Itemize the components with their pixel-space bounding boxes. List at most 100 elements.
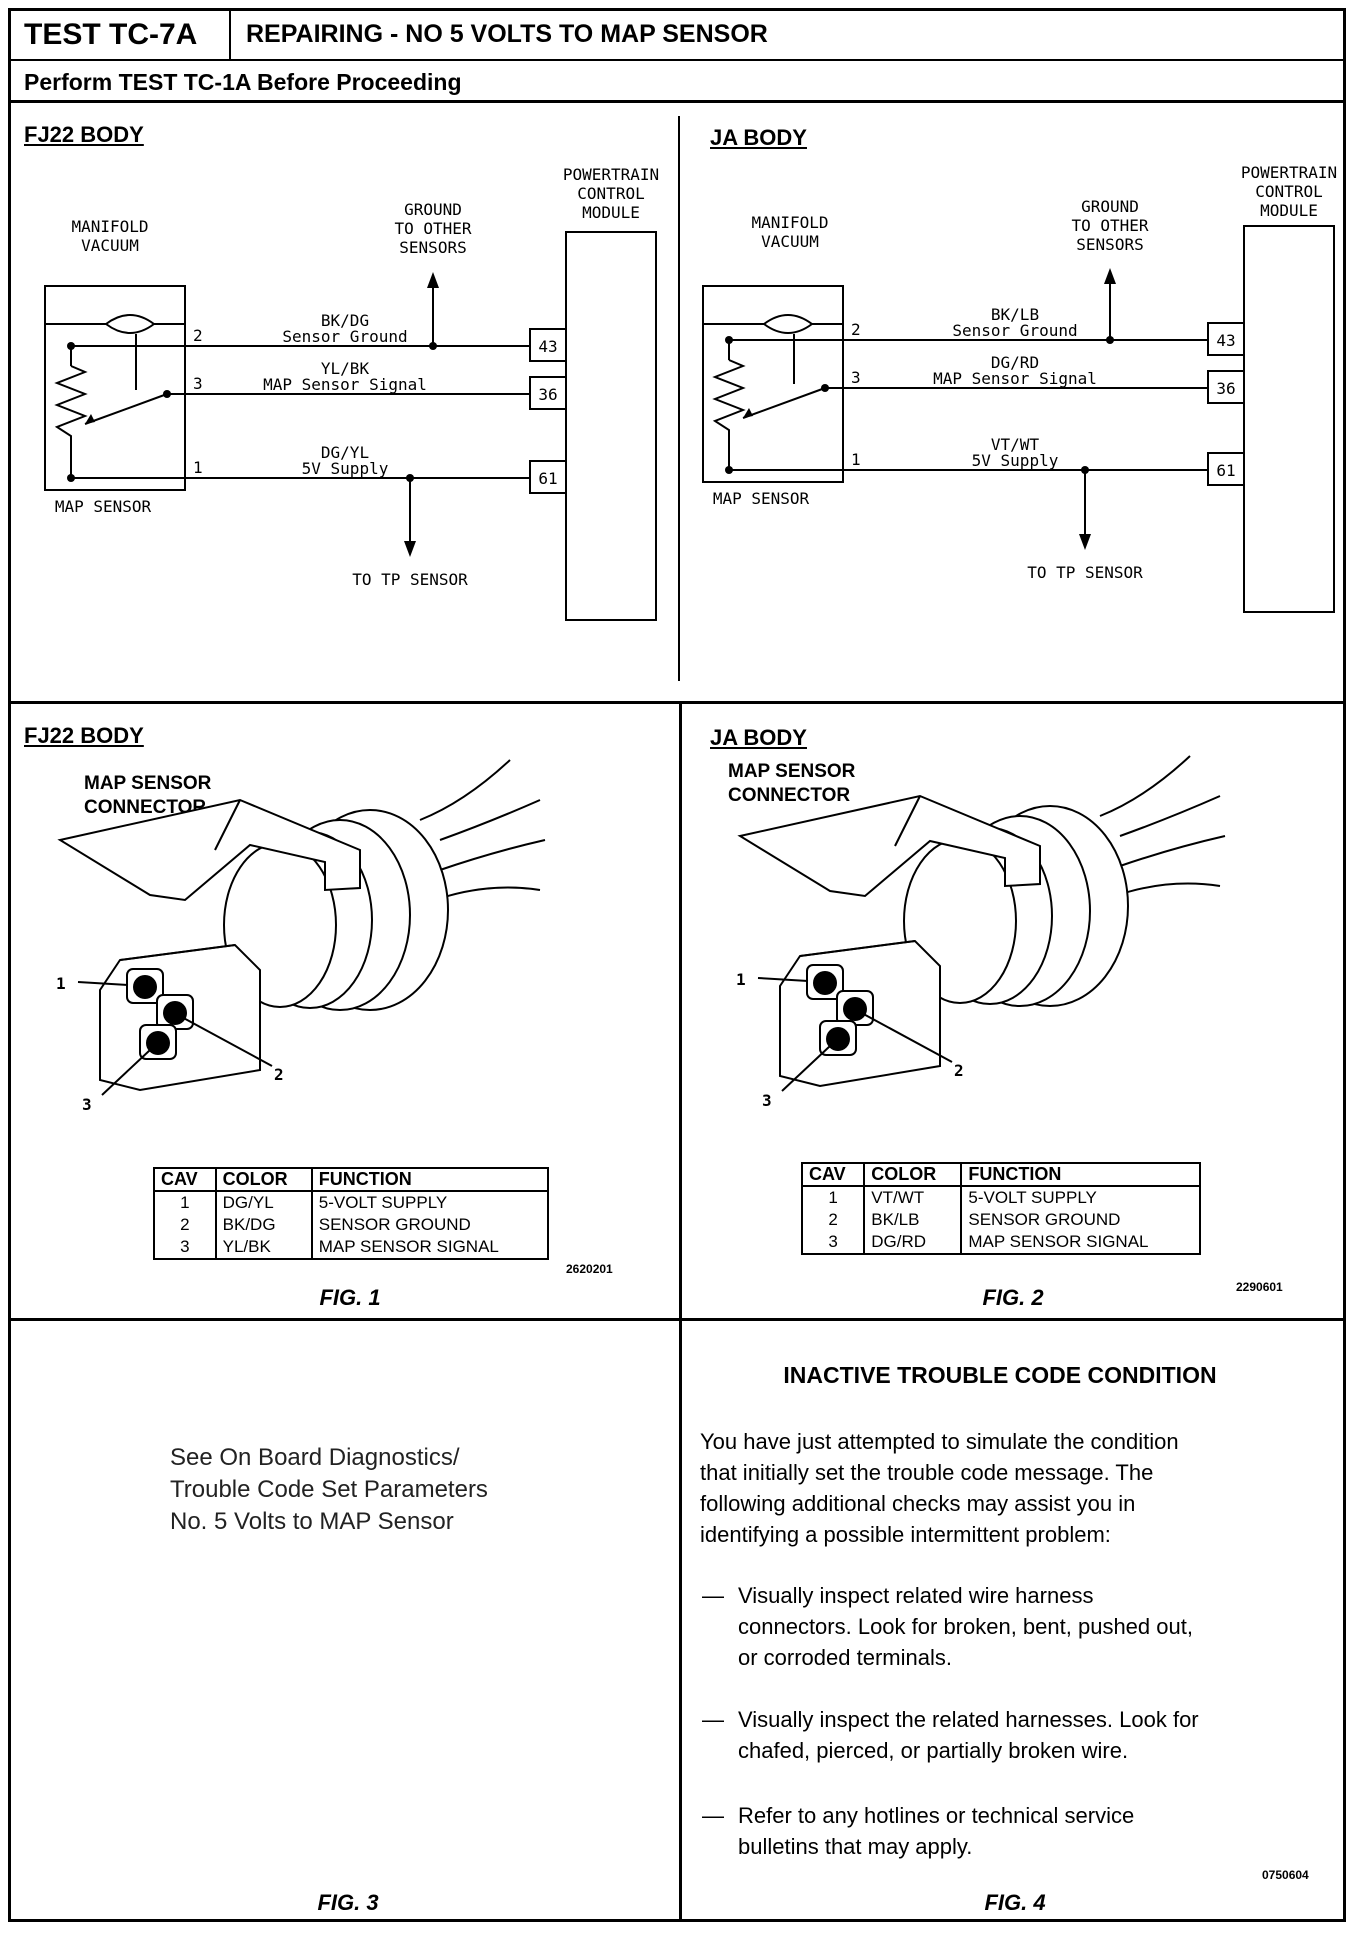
- wire-name-label: Sensor Ground: [282, 327, 407, 346]
- fig4-intro-line: identifying a possible intermittent prob…: [700, 1522, 1111, 1547]
- pcm-pin-label: 36: [1216, 379, 1235, 398]
- connector-latch: [57, 798, 361, 902]
- map-sensor-box: [44, 285, 186, 491]
- fig4-title: INACTIVE TROUBLE CODE CONDITION: [783, 1362, 1217, 1388]
- cell-function: MAP SENSOR SIGNAL: [960, 1231, 1201, 1255]
- fig3-note: See On Board Diagnostics/ Trouble Code S…: [170, 1442, 570, 1538]
- bullet-text: Visually inspect the related harnesses. …: [738, 1704, 1199, 1766]
- callout-label: 2: [954, 1061, 964, 1080]
- latch-edge: [894, 795, 921, 847]
- callout-label: 3: [762, 1091, 772, 1110]
- tp-sensor-label: TO TP SENSOR: [352, 570, 468, 589]
- callout-label: 3: [82, 1095, 92, 1114]
- bullet-line: Visually inspect the related harnesses. …: [738, 1707, 1199, 1732]
- col-cav: CAV: [800, 1162, 866, 1187]
- cell-color: BK/LB: [863, 1209, 963, 1231]
- cavity-terminal: [843, 997, 867, 1021]
- pcm-pin-label: 43: [538, 337, 557, 356]
- header-divider: [8, 59, 1346, 61]
- wire-pin-label: 1: [851, 450, 861, 469]
- ground-to-sensors-label: TO OTHER: [394, 219, 471, 238]
- callout-line: [857, 1010, 953, 1063]
- page-frame: [8, 8, 1346, 1922]
- tp-sensor-label: TO TP SENSOR: [1027, 563, 1143, 582]
- fig4-intro-line: following additional checks may assist y…: [700, 1491, 1136, 1516]
- header-id-divider: [229, 8, 231, 60]
- wiper-arrow-icon: [85, 414, 95, 424]
- connector-ja-drawing: 123: [736, 755, 1226, 1110]
- wire-name-label: MAP Sensor Signal: [933, 369, 1097, 388]
- callout-line: [781, 1045, 831, 1092]
- row3-divider: [679, 1318, 682, 1922]
- pcm-label: MODULE: [582, 203, 640, 222]
- bullet-line: Visually inspect related wire harness: [738, 1583, 1094, 1608]
- latch-edge: [214, 799, 241, 851]
- connector-fj22-drawing: 1 2 3: [56, 759, 546, 1114]
- pcm-label: CONTROL: [577, 184, 644, 203]
- manifold-vacuum-label: VACUUM: [81, 236, 139, 255]
- cavity-terminal: [813, 971, 837, 995]
- vacuum-diaphragm-bottom: [105, 323, 155, 334]
- connector-fj22-title: FJ22 BODY: [24, 723, 144, 748]
- ground-to-sensors-label: SENSORS: [399, 238, 466, 257]
- row2-bottom-divider: [8, 1318, 1346, 1321]
- pcm-pin-label: 43: [1216, 331, 1235, 350]
- connector-ja-code: 2290601: [1236, 1280, 1283, 1294]
- map-sensor-label: MAP SENSOR: [713, 489, 810, 508]
- cavity-terminal: [146, 1031, 170, 1055]
- fig3-line: Trouble Code Set Parameters: [170, 1476, 488, 1503]
- callout-label: 1: [56, 974, 66, 993]
- arrow-down-icon: [404, 541, 416, 557]
- wiper-line: [742, 387, 826, 419]
- cell-cav: 3: [153, 1236, 217, 1260]
- cell-function: MAP SENSOR SIGNAL: [310, 1236, 550, 1260]
- row2-divider: [679, 701, 682, 1321]
- callout-label: 2: [274, 1065, 284, 1084]
- cavity-table-header: CAV COLOR FUNCTION: [800, 1162, 1201, 1187]
- vacuum-diaphragm-bottom: [763, 323, 813, 334]
- wire-strand: [419, 759, 511, 821]
- cell-function: 5-VOLT SUPPLY: [310, 1191, 550, 1214]
- arrow-up-icon: [427, 272, 439, 288]
- col-function: FUNCTION: [310, 1167, 550, 1192]
- housing-edge: [119, 944, 236, 961]
- cavity-terminal: [826, 1027, 850, 1051]
- cell-function: 5-VOLT SUPPLY: [960, 1186, 1201, 1209]
- connector-fj22-code: 2620201: [566, 1262, 613, 1276]
- connector-body: 1 2 3: [56, 759, 546, 1114]
- wiper-line: [84, 393, 168, 425]
- cell-color: DG/RD: [863, 1231, 963, 1255]
- bullet-dash: —: [702, 1583, 724, 1608]
- cell-cav: 1: [800, 1186, 866, 1209]
- callout-line: [101, 1049, 151, 1096]
- resistor-zigzag: [712, 359, 746, 470]
- cell-function: SENSOR GROUND: [960, 1209, 1201, 1231]
- ground-to-sensors-label: GROUND: [1081, 197, 1139, 216]
- cell-color: DG/YL: [214, 1191, 313, 1214]
- fig1-caption: FIG. 1: [319, 1285, 381, 1310]
- row1-divider: [8, 701, 1346, 704]
- bullet-line: connectors. Look for broken, bent, pushe…: [738, 1614, 1193, 1639]
- wire-strand: [1119, 795, 1221, 837]
- test-id: TEST TC-7A: [24, 18, 198, 51]
- bullet-dash: —: [702, 1707, 724, 1732]
- fig3-line: No. 5 Volts to MAP Sensor: [170, 1508, 454, 1535]
- wire-pin-label: 2: [193, 326, 203, 345]
- resistor-zigzag: [54, 365, 88, 478]
- connector-ja-title: JA BODY: [710, 725, 807, 750]
- cell-color: VT/WT: [863, 1186, 963, 1209]
- fig2-caption: FIG. 2: [982, 1285, 1044, 1310]
- schematic-fj22-title: FJ22 BODY: [24, 122, 144, 147]
- callout-line: [77, 981, 129, 986]
- pcm-label: POWERTRAIN: [1241, 163, 1337, 182]
- wire-color-label: YL/BK: [321, 359, 370, 378]
- wire-strand: [439, 839, 546, 871]
- col-cav: CAV: [153, 1167, 217, 1192]
- pcm-module-box: [565, 231, 657, 621]
- wire-name-label: 5V Supply: [302, 459, 389, 478]
